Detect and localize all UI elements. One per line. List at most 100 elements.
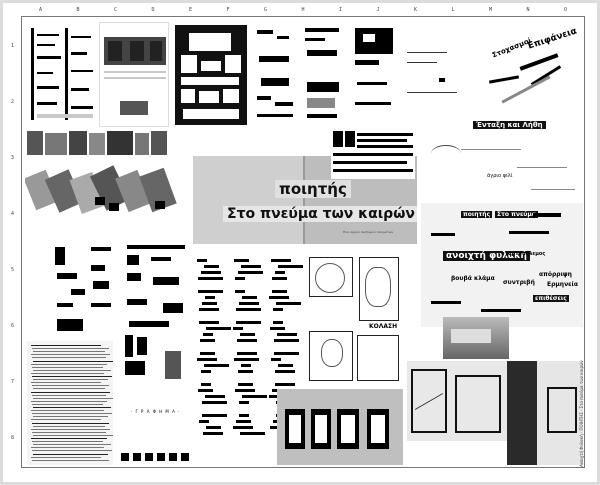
tile-document-pages xyxy=(25,22,97,127)
tile-installation-photo xyxy=(443,317,509,359)
tile-newspaper-column xyxy=(27,341,113,465)
left-tick: 8 xyxy=(11,435,15,441)
news-line xyxy=(31,345,101,346)
tile-phrase-cloud: Ένταξη και Λήθη άγριο φιλί xyxy=(421,115,583,203)
phrase-word: Στοχασμοί xyxy=(491,36,533,60)
left-tick: 4 xyxy=(11,211,15,217)
grid-redaction xyxy=(271,259,291,262)
grid-redaction xyxy=(198,277,223,280)
phrase-word: χαρτοπόλεμος xyxy=(505,251,546,257)
news-line xyxy=(33,425,105,427)
top-tick: O xyxy=(564,7,568,13)
grid-redaction xyxy=(234,259,249,262)
grid-redaction xyxy=(197,358,217,361)
top-tick: B xyxy=(76,7,80,13)
tile-grey-mount xyxy=(277,389,403,465)
grid-redaction xyxy=(270,327,285,330)
grid-cell xyxy=(197,257,227,283)
grid-redaction xyxy=(275,370,295,373)
news-line xyxy=(33,369,111,371)
grid-redaction xyxy=(236,321,261,324)
grid-redaction xyxy=(237,339,257,342)
tile-word-cloud-wall: ποιητής Στο πνεύμα ανοιχτή φυλακή βουβά … xyxy=(421,203,583,327)
grid-redaction xyxy=(278,265,303,268)
grid-redaction xyxy=(234,358,259,361)
left-tick: 5 xyxy=(11,267,15,273)
left-tick: 2 xyxy=(11,99,15,105)
tile-bottom-strip xyxy=(119,451,201,463)
phrase-word: Ερμηνεία xyxy=(547,281,578,288)
grid-cell xyxy=(233,319,263,345)
phrase-word: Στο πνεύμα xyxy=(495,211,538,218)
phrase-word: άγριο φιλί xyxy=(487,173,513,179)
grid-redaction xyxy=(202,302,217,305)
grid-cell xyxy=(233,257,263,283)
centre-caption: · Γ Ρ Α Φ Η Μ Α · xyxy=(131,409,181,414)
news-line xyxy=(32,385,109,387)
grid-redaction xyxy=(239,401,249,404)
tile-redacted-grid xyxy=(193,253,303,443)
grid-redaction xyxy=(239,302,259,305)
top-tick: M xyxy=(489,7,493,13)
grid-redaction xyxy=(272,290,287,293)
top-tick: H xyxy=(301,7,305,13)
news-line xyxy=(32,422,109,424)
spread-word-top: ποιητής xyxy=(275,180,351,198)
grid-redaction xyxy=(272,277,287,280)
tile-tilted-collage xyxy=(25,163,185,237)
spread-word-bottom: Στο πνεύμα των καιρών xyxy=(223,206,417,222)
news-line xyxy=(33,388,105,390)
grid-redaction xyxy=(275,271,285,274)
grid-cell xyxy=(233,381,267,407)
news-line xyxy=(32,394,106,396)
news-line xyxy=(32,459,109,461)
top-tick: I xyxy=(339,7,343,13)
left-tick: 3 xyxy=(11,155,15,161)
phrase-word: Επιφάνεια xyxy=(526,26,579,52)
news-line xyxy=(32,366,103,368)
news-line xyxy=(31,391,110,393)
grid-redaction xyxy=(199,420,209,423)
news-line xyxy=(33,434,113,436)
grid-redaction xyxy=(275,383,295,386)
news-line xyxy=(33,416,108,418)
news-line xyxy=(31,438,107,439)
news-line xyxy=(31,354,110,356)
top-tick: C xyxy=(114,7,118,13)
grid-redaction xyxy=(235,389,255,392)
tile-scattered-words: Στοχασμοί Επιφάνεια xyxy=(469,22,583,114)
grid-redaction xyxy=(276,302,301,305)
grid-redaction xyxy=(201,383,211,386)
grid-cell xyxy=(197,350,229,376)
top-tick: G xyxy=(264,7,268,13)
grid-redaction xyxy=(238,271,263,274)
tile-framed-black-page xyxy=(175,25,247,125)
left-tick: 7 xyxy=(11,379,15,385)
phrase-word: Ένταξη και Λήθη xyxy=(473,121,546,129)
news-line xyxy=(33,407,111,408)
top-tick: A xyxy=(39,7,43,13)
grid-redaction xyxy=(241,364,251,367)
tile-dark-block-page xyxy=(351,22,396,127)
news-line xyxy=(31,372,104,374)
news-line xyxy=(31,456,101,458)
grid-redaction xyxy=(197,259,207,262)
grid-redaction xyxy=(237,352,257,355)
grid-cell xyxy=(233,350,263,376)
news-line xyxy=(33,444,111,446)
news-line xyxy=(32,403,103,405)
top-tick: J xyxy=(376,7,380,13)
grid-cell xyxy=(269,257,303,283)
spread-caption: Ένα αρχείο σωζόμενο ποιημάτων xyxy=(343,230,394,234)
tile-fragment-page xyxy=(253,22,298,127)
tile-redacted-page xyxy=(51,243,117,339)
top-tick: E xyxy=(189,7,193,13)
grid-redaction xyxy=(233,327,243,330)
news-line xyxy=(31,400,107,402)
news-line xyxy=(32,348,109,350)
news-line xyxy=(32,431,106,433)
news-line xyxy=(31,419,101,421)
top-tick: D xyxy=(151,7,155,13)
grid-cell xyxy=(197,319,231,345)
tile-comic-sketches: ΚΟΛΑΣΗ xyxy=(307,255,401,385)
